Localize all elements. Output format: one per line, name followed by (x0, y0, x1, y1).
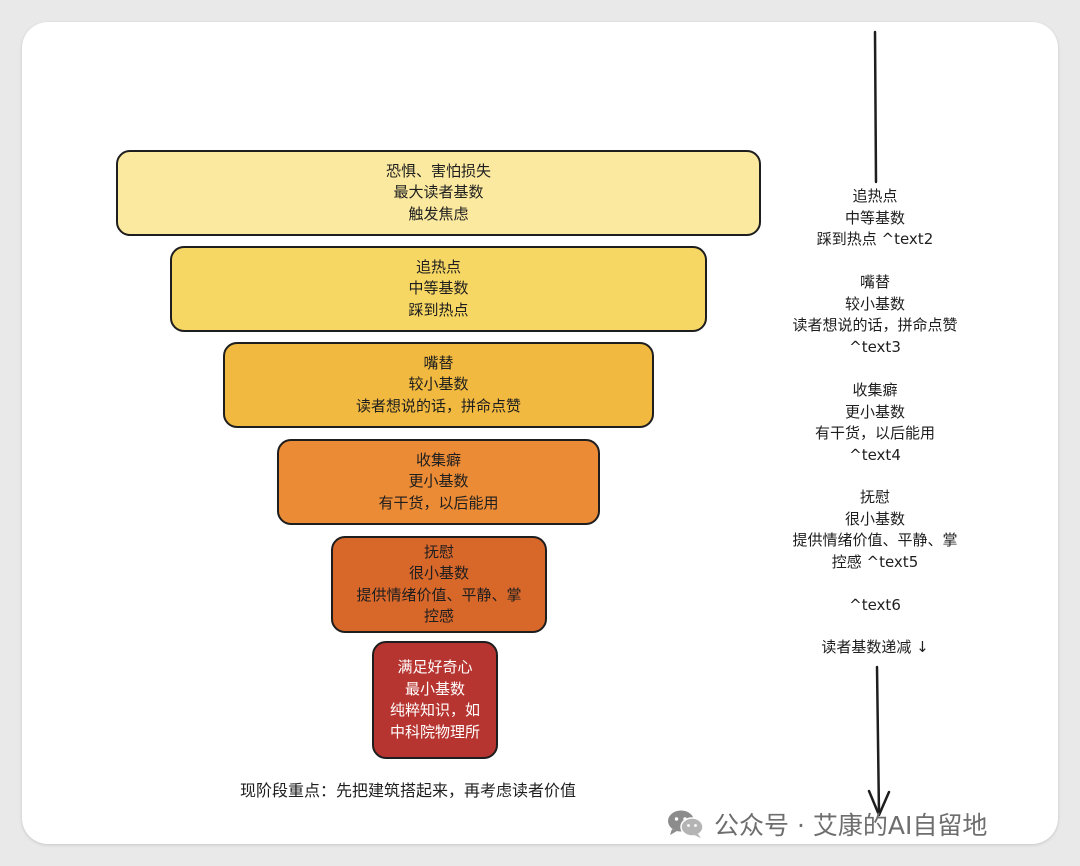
tier-hot-topic-text: 追热点 中等基数 踩到热点 (408, 257, 469, 319)
watermark-text: 公众号 · 艾康的AI自留地 (714, 811, 988, 840)
side-note-curiosity: ^text6 (849, 596, 901, 614)
tier-fear: 恐惧、害怕损失 最大读者基数 触发焦虑 (116, 150, 761, 236)
tier-comfort-text: 抚慰 很小基数 提供情绪价值、平静、掌 控感 (356, 542, 522, 626)
arrow-shaft-bottom (875, 665, 881, 816)
tier-mouthpiece: 嘴替 较小基数 读者想说的话，拼命点赞 (223, 342, 654, 428)
tier-fear-text: 恐惧、害怕损失 最大读者基数 触发焦虑 (385, 161, 491, 223)
tier-hot-topic: 追热点 中等基数 踩到热点 (170, 246, 707, 332)
tier-comfort: 抚慰 很小基数 提供情绪价值、平静、掌 控感 (331, 536, 547, 633)
side-note-collector: 收集癖 更小基数 有干货，以后能用 ^text4 (814, 381, 935, 464)
arrow-shaft-top (873, 30, 878, 184)
footer-note: 现阶段重点：先把建筑搭起来，再考虑读者价值 (240, 781, 577, 800)
side-note-mouthpiece: 嘴替 较小基数 读者想说的话，拼命点赞 ^text3 (792, 273, 958, 356)
tier-mouthpiece-text: 嘴替 较小基数 读者想说的话，拼命点赞 (355, 353, 521, 415)
tier-collector-text: 收集癖 更小基数 有干货，以后能用 (378, 450, 499, 512)
tier-curiosity-text: 满足好奇心 最小基数 纯粹知识，如 中科院物理所 (389, 658, 480, 741)
tier-curiosity: 满足好奇心 最小基数 纯粹知识，如 中科院物理所 (372, 641, 498, 759)
wechat-icon (668, 810, 704, 838)
arrow-label: 读者基数递减 ↓ (821, 638, 929, 656)
arrow-head (867, 789, 891, 817)
watermark: 公众号 · 艾康的AI自留地 (666, 806, 987, 842)
side-note-comfort: 抚慰 很小基数 提供情绪价值、平静、掌 控感 ^text5 (792, 488, 958, 571)
tier-collector: 收集癖 更小基数 有干货，以后能用 (277, 439, 600, 525)
side-note-hot-topic: 追热点 中等基数 踩到热点 ^text2 (816, 187, 934, 248)
